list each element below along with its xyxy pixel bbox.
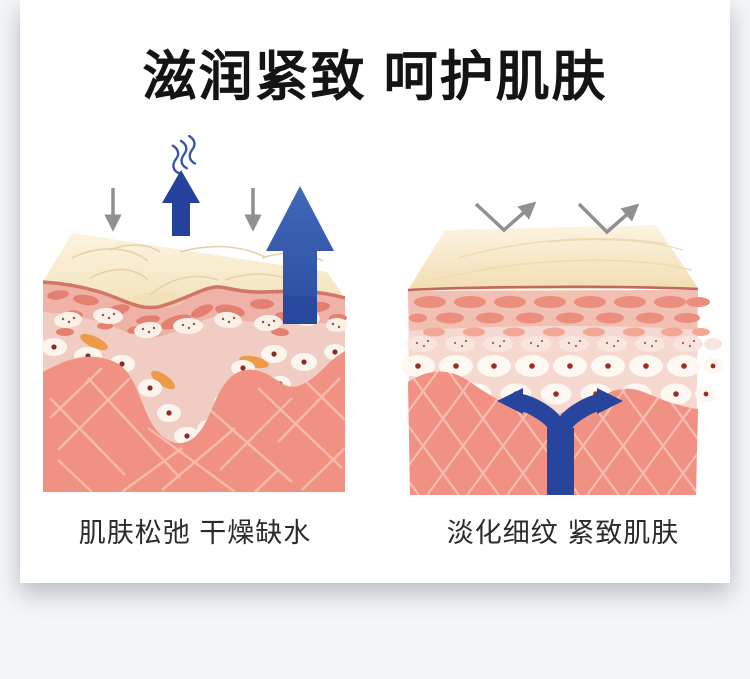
page-title: 滋润紧致 呵护肌肤 (142, 47, 608, 107)
content-card: 滋润紧致 呵护肌肤 (20, 0, 730, 583)
lift-up-arrow-icon (266, 186, 334, 324)
sagging-skin-illustration (41, 134, 348, 492)
skin-layers-illustration (401, 225, 723, 495)
firm-skin-illustration (401, 201, 723, 495)
bounce-arrow-icon (474, 201, 537, 233)
before-panel (30, 130, 360, 520)
bounce-arrow-icon (577, 202, 640, 235)
moisture-up-arrow-icon (162, 170, 200, 236)
after-caption: 淡化细纹 紧致肌肤 (446, 518, 680, 548)
before-caption: 肌肤松弛 干燥缺水 (78, 518, 312, 548)
steam-icon (171, 134, 197, 175)
after-panel (398, 130, 728, 520)
skin-layers-illustration (41, 233, 348, 492)
collagen-split-arrow-icon (497, 388, 623, 495)
